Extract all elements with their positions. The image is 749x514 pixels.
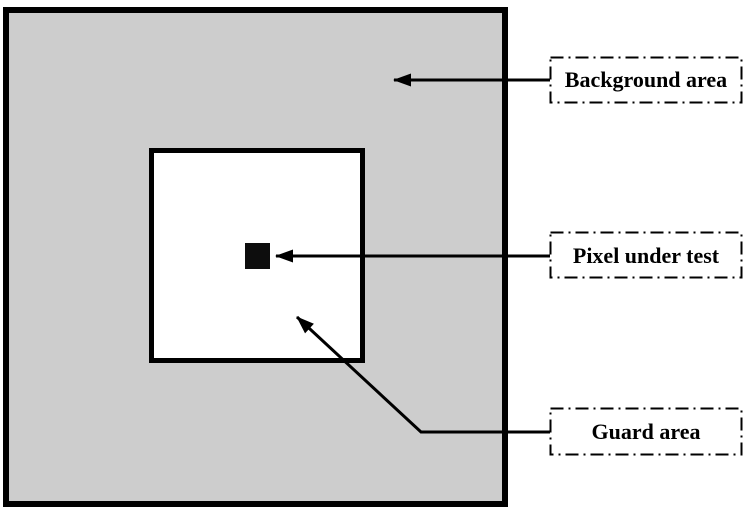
pixel-under-test-label-box	[549, 231, 743, 279]
guard-area-label: Guard area	[592, 419, 701, 444]
guard-area-label-box	[549, 407, 743, 456]
pixel-under-test-rect	[245, 243, 270, 269]
pixel-under-test-label: Pixel under test	[573, 243, 720, 268]
guard-area-arrow	[295, 315, 550, 434]
background-area-label-box	[549, 56, 743, 104]
background-area-label: Background area	[565, 67, 727, 92]
